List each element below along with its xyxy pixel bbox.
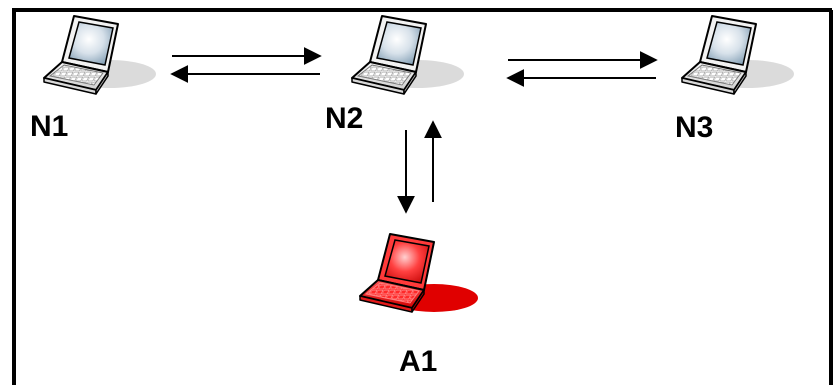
node-label-a1: A1 <box>399 345 438 378</box>
laptop-icon <box>351 15 465 95</box>
diagram-frame <box>12 8 833 385</box>
node-label-n3: N3 <box>675 111 714 144</box>
laptop-icon <box>359 233 479 313</box>
node-label-n2: N2 <box>325 102 364 135</box>
laptop-icon <box>43 15 157 95</box>
laptop-icon <box>681 15 795 95</box>
node-label-n1: N1 <box>30 110 69 143</box>
